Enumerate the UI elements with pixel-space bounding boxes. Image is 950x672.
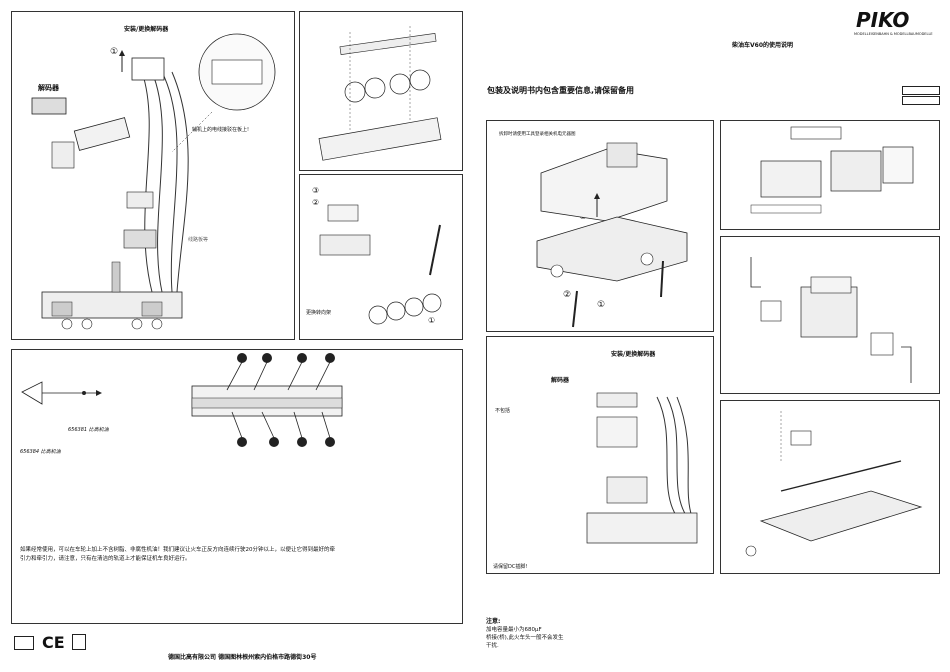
decoder-label-right: 解码器 <box>551 377 570 384</box>
recycle-bin-icon <box>14 636 34 650</box>
step-number-1: ① <box>110 47 119 57</box>
weee-icon <box>72 634 86 650</box>
important-note: 包装及说明书内包含重要信息,请保留备用 <box>487 86 635 95</box>
decoder-install-title-right: 安装/更换解码器 <box>611 351 656 358</box>
bottom-view-drawing <box>21 353 343 447</box>
notes-title: 注意: <box>486 618 501 625</box>
chassis-exploded-panel <box>720 400 940 574</box>
step-number-1b: ① <box>428 316 436 325</box>
decoder-label: 解码器 <box>38 84 59 92</box>
product-code-1: 656381 比高机油 <box>68 427 109 433</box>
step-number-2: ② <box>312 198 320 207</box>
bogie-exploded-panel <box>299 11 463 171</box>
bogie-exploded-drawing <box>318 26 442 161</box>
decoder-install-panel: 安装/更换解码器 解码器 辅机上的电线接驳在板上! 线路板等 ① <box>11 11 295 340</box>
decoder-install-title: 安装/更换解码器 <box>124 26 169 33</box>
ce-mark-icon: CE <box>42 633 65 652</box>
bogie-replace-panel: 更换转向架 ③ ② ① <box>299 174 463 340</box>
body-exploded-drawing <box>750 126 914 214</box>
decoder-install-drawing <box>31 33 276 330</box>
step-number-2b: ② <box>563 290 572 300</box>
step-number-3: ③ <box>312 186 320 195</box>
notes-line-2: 桥接(桥),此火车头一般不会发生 <box>486 635 564 641</box>
circuit-label: 线路板等 <box>188 237 209 243</box>
piko-sub: MODELLEISENBAHN & MODELLBAUMODELLE <box>854 32 933 36</box>
wire-note: 辅机上的电线接驳在板上! <box>192 127 250 133</box>
lubrication-panel: 656381 比高机油 656384 比高机油 如果经常使用，可以在车轮上加上不… <box>11 349 463 624</box>
cab-parts-panel <box>720 236 940 394</box>
chassis-exploded-drawing <box>745 411 923 557</box>
code-box-1 <box>902 86 940 95</box>
not-included: 不包括 <box>495 408 511 414</box>
body-removal-panel: 拆卸时请使用工具登录相关机电元器图 ③ ② ① <box>486 120 714 332</box>
dc-note: 请保留DC插脚! <box>493 564 528 570</box>
bogie-note: 更换转向架 <box>306 310 332 316</box>
warning-text: 如果经常使用，可以在车轮上加上不含树脂、非腐性机油！我们建议让火车正反方向连续行… <box>20 547 336 562</box>
decoder-install-panel-right: 安装/更换解码器 解码器 不包括 请保留DC插脚! <box>486 336 714 574</box>
decoder-install-right-drawing <box>586 392 698 544</box>
notes-line-1: 加电容量最小为680μF <box>486 627 542 633</box>
product-code-2: 656384 比高机油 <box>20 449 61 455</box>
notes-line-3: 干扰. <box>486 643 499 649</box>
body-removal-drawing <box>536 142 688 328</box>
code-box-2 <box>902 96 940 105</box>
piko-logo: PIKO <box>856 8 910 32</box>
bogie-replace-drawing <box>319 204 442 325</box>
cab-parts-drawing <box>750 257 912 383</box>
panel-note: 拆卸时请使用工具登录相关机电元器图 <box>499 132 576 137</box>
body-exploded-panel <box>720 120 940 230</box>
company-line: 德国比高有限公司 德国图林根州索内伯格市路德街30号 <box>168 654 317 661</box>
step-number-1c: ① <box>597 300 606 310</box>
model-title: 柴油车V60的使用说明 <box>732 42 793 49</box>
